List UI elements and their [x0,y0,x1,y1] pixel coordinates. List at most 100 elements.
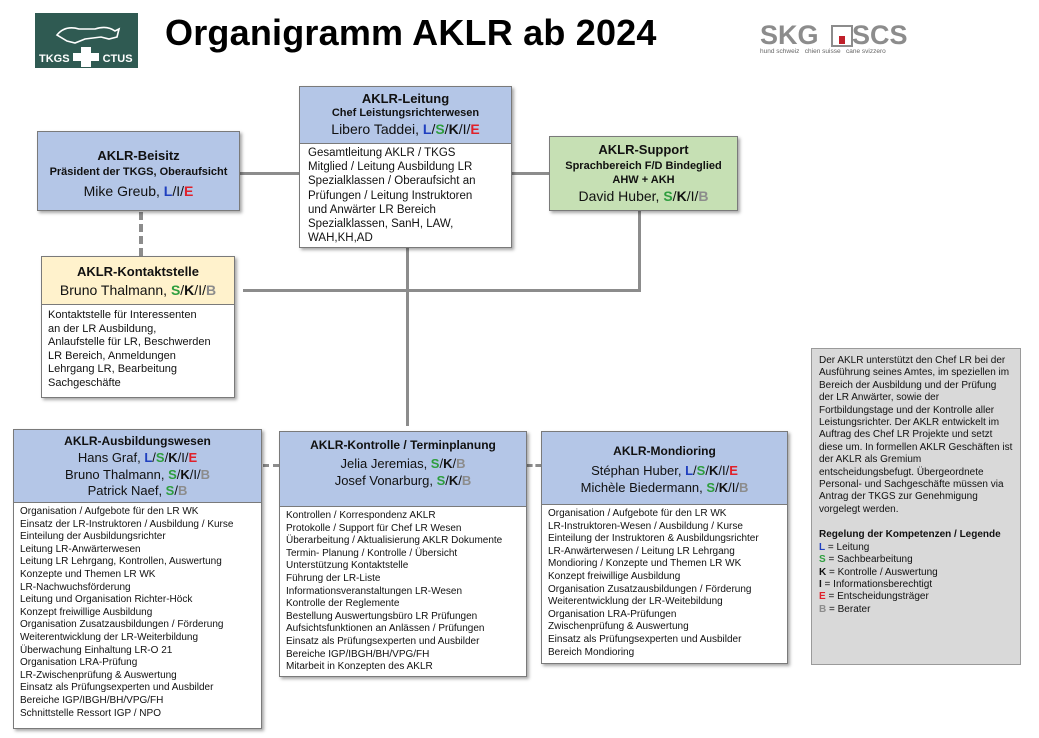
note-box: Der AKLR unterstützt den Chef LR bei der… [811,348,1021,665]
role-separator: / [705,463,709,478]
legend-title: Regelung der Kompetenzen / Legende [819,529,1001,541]
kontakt-tasks: Kontaktstelle für Interessenten an der L… [48,309,211,389]
role-separator: / [180,282,185,298]
role-k: K [448,121,459,137]
support-person: David Huber, S/K/I/B [550,188,737,204]
role-i: I [181,450,185,465]
role-i: I [731,480,736,495]
support-name: David Huber, [578,188,664,204]
role-b: B [698,188,709,204]
legend-item: E = Entscheidungsträger [819,591,1013,603]
house-icon [831,25,853,47]
leitung-title: AKLR-Leitung [361,91,450,106]
role-k: K [448,473,459,488]
member-roles: S/K/B [437,473,472,488]
role-separator: / [452,456,457,471]
member-name: Bruno Thalmann, [64,466,169,482]
connector-horizontal-main [243,289,641,292]
mondio-header: AKLR-Mondioring Stéphan Huber, L/S/K/I/E… [542,432,787,505]
role-separator: / [718,463,722,478]
kontrolle-box: AKLR-Kontrolle / Terminplanung Jelia Jer… [279,431,527,677]
legend-label: = Sachbearbeitung [825,554,913,566]
role-i: I [690,188,695,204]
page-title: Organigramm AKLR ab 2024 [165,12,657,53]
tkgs-logo-text: TKGS CTUS [39,53,133,65]
beisitz-name: Mike Greub, [83,183,164,199]
beisitz-title: AKLR-Beisitz [97,148,180,163]
role-i: I [721,463,726,478]
member-name: Josef Vonarburg, [334,473,437,488]
role-separator: / [189,466,194,482]
kontakt-person: Bruno Thalmann, S/K/I/B [42,282,234,298]
support-title: AKLR-Support [598,142,689,157]
support-subtitle: Sprachbereich F/D Bindeglied [565,160,722,172]
note-text: Der AKLR unterstützt den Chef LR bei der… [819,355,1013,515]
role-s: S [155,450,165,465]
legend-key: K [819,566,827,578]
role-e: E [729,463,738,478]
kontrolle-tasks: Kontrollen / Korrespondenz AKLR Protokol… [286,510,503,673]
skg-scs-logo: SKG SCS hund schweiz chien suisse cane s… [760,20,915,62]
legend-key: S [819,554,826,566]
role-separator: / [176,466,181,482]
role-l: L [163,183,173,199]
leitung-roles: L/S/K/I/E [423,121,480,137]
role-s: S [696,463,706,478]
legend-label: = Informationsberechtigt [821,578,933,590]
member-roles: L/S/K/I/E [144,450,197,465]
member-roles: L/S/K/I/E [685,463,738,478]
role-separator: / [439,456,444,471]
role-separator: / [458,473,462,488]
role-e: E [184,183,194,199]
member-roles: S/B [166,483,188,498]
connector-leitung-down [406,246,409,426]
role-i: I [176,183,181,199]
role-separator: / [431,121,436,137]
legend-item: L = Leitung [819,542,1013,554]
support-subtitle2: AHW + AKH [612,174,675,186]
kontakt-name: Bruno Thalmann, [59,282,171,298]
connector-support-down [638,210,641,291]
role-separator: / [693,463,697,478]
role-i: I [193,466,198,482]
kontrolle-title: AKLR-Kontrolle / Terminplanung [310,438,496,452]
mondio-tasks: Organisation / Aufgebote für den LR WK L… [548,508,759,658]
role-k: K [443,456,453,471]
support-box: AKLR-Support Sprachbereich F/D Bindeglie… [549,136,738,211]
dog-cross-logo-icon [55,26,121,67]
role-separator: / [202,282,206,298]
role-separator: / [466,121,471,137]
role-separator: / [184,450,189,465]
leitung-name: Libero Taddei, [331,121,423,137]
role-separator: / [180,183,185,199]
role-b: B [205,282,217,298]
role-k: K [708,463,719,478]
role-k: K [184,282,195,298]
legend-item: K = Kontrolle / Auswertung [819,567,1013,579]
role-k: K [718,480,729,495]
role-separator: / [174,483,178,498]
role-k: K [180,466,190,482]
role-l: L [144,450,153,465]
role-separator: / [715,480,719,495]
role-s: S [430,456,440,471]
leitung-tasks: Gesamtleitung AKLR / TKGS Mitglied / Lei… [308,147,476,245]
kontrolle-header: AKLR-Kontrolle / Terminplanung Jelia Jer… [280,432,526,507]
ausbildung-header: AKLR-Ausbildungswesen Hans Graf, L/S/K/I… [14,430,261,503]
member-row: Josef Vonarburg, S/K/B [280,472,526,489]
role-separator: / [694,188,699,204]
legend-key: I [819,578,822,590]
member-name: Jelia Jeremias, [340,456,431,471]
role-b: B [738,480,749,495]
connector-beisitz-kontakt-dashed [139,212,143,256]
role-separator: / [172,183,177,199]
role-separator: / [686,188,691,204]
role-l: L [422,121,432,137]
role-separator: / [445,473,449,488]
role-separator: / [725,463,730,478]
beisitz-subtitle: Präsident der TKGS, Oberaufsicht [49,166,228,178]
beisitz-roles: L/I/E [164,183,194,199]
support-roles: S/K/I/B [663,188,708,204]
